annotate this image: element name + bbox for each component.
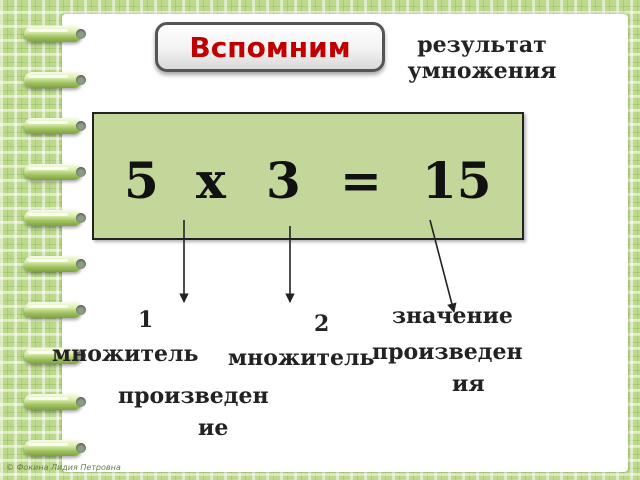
notebook-page (62, 14, 628, 472)
binder-ring-icon (24, 302, 86, 318)
binder-ring-icon (24, 210, 86, 226)
binder-ring-icon (24, 256, 86, 272)
product-value-line2: произведен (372, 339, 523, 365)
header-badge: Вспомним (155, 22, 385, 72)
equation-result: 15 (422, 151, 492, 210)
factor2-word: множитель (228, 345, 375, 371)
binder-ring-icon (24, 440, 86, 456)
equation-box (92, 112, 524, 240)
factor2-number: 2 (314, 311, 330, 337)
product-value-line3: ия (452, 371, 485, 397)
binder-ring-icon (24, 164, 86, 180)
binder-ring-icon (24, 26, 86, 42)
product-line2: ие (198, 415, 229, 441)
factor1-number: 1 (138, 307, 154, 333)
equation-equals: = (340, 151, 382, 210)
binder-ring-icon (24, 72, 86, 88)
copyright-text: © Фокина Лидия Петровна (6, 463, 121, 472)
equation-operator: x (196, 151, 226, 210)
product-value-line1: значение (392, 303, 513, 329)
factor1-word: множитель (52, 341, 199, 367)
equation-factor-b: 3 (266, 151, 301, 210)
binder-ring-icon (24, 394, 86, 410)
arrow-product-icon (429, 219, 457, 313)
equation-factor-a: 5 (124, 151, 159, 210)
binder-ring-icon (24, 348, 86, 364)
binder-ring-icon (24, 118, 86, 134)
result-label: результат умножения (407, 32, 557, 84)
product-line1: произведен (118, 383, 269, 409)
